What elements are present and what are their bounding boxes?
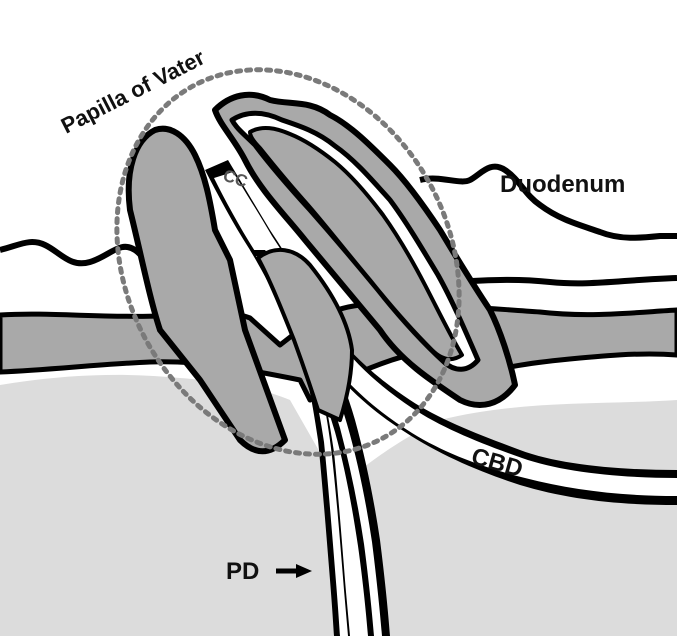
label-duodenum: Duodenum	[500, 171, 625, 198]
label-pd: PD	[226, 558, 259, 585]
